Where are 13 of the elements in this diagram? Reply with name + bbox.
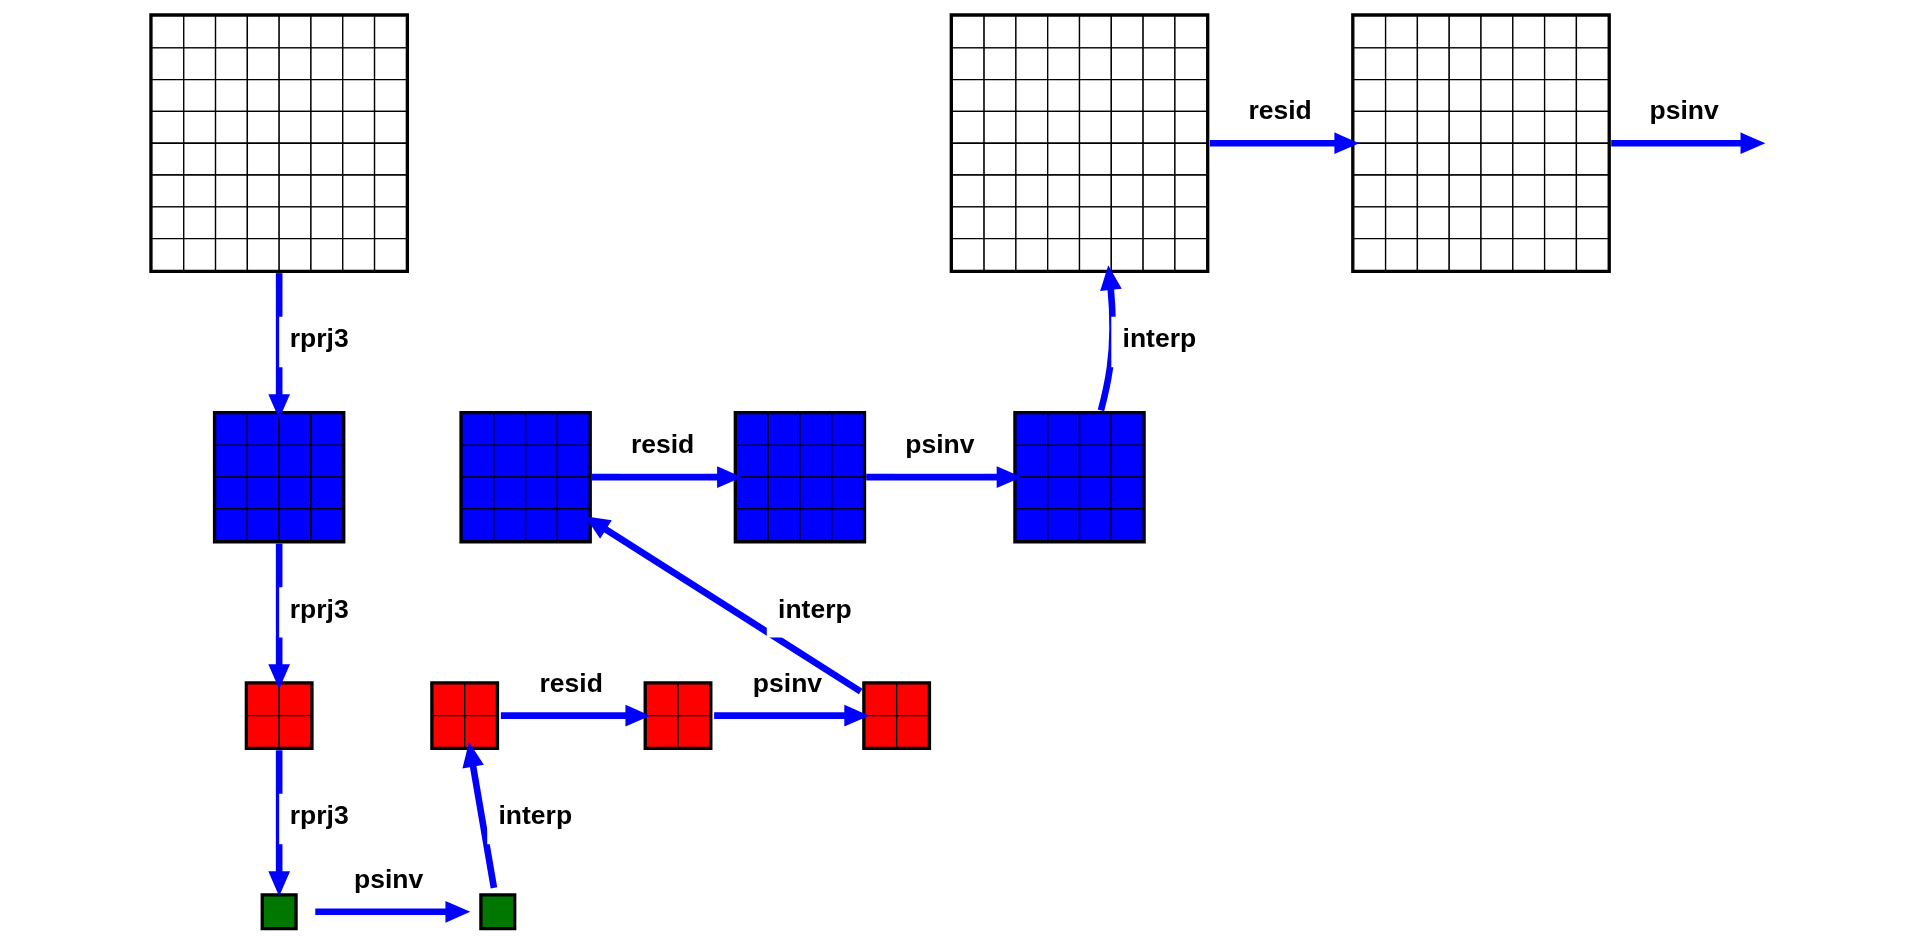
edge-label: interp — [777, 593, 852, 624]
edge-label: psinv — [904, 429, 974, 460]
edge-label: interp — [1122, 323, 1196, 354]
edge-label: rprj3 — [289, 323, 349, 354]
edge-label: resid — [1247, 95, 1312, 126]
edge-label: rprj3 — [289, 800, 349, 831]
edge-label: psinv — [353, 863, 423, 894]
edge-label: psinv — [1649, 95, 1719, 126]
edge-label: resid — [630, 429, 694, 460]
edge-label: psinv — [752, 667, 822, 698]
edge-label: rprj3 — [289, 593, 349, 624]
edge-label: resid — [539, 667, 603, 698]
edge-label: interp — [497, 800, 572, 831]
